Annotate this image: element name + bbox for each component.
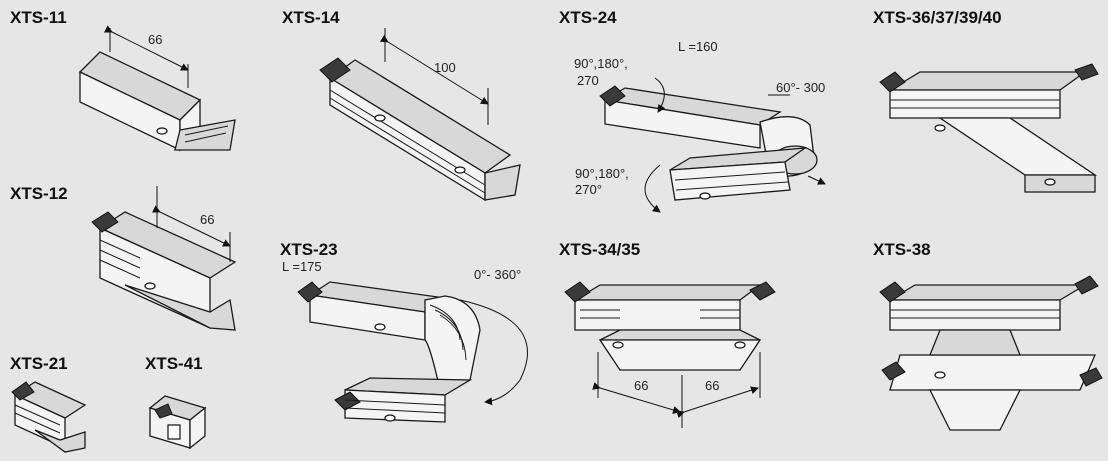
xts21-label: XTS-21: [10, 354, 68, 373]
xts36-drawing: [879, 63, 1099, 193]
xts24-rotation-1b: 270: [577, 73, 599, 88]
xts12-dimension: 66: [200, 212, 215, 227]
xts12-drawing: [91, 186, 237, 331]
xts23-length: L =175: [282, 259, 322, 274]
xts24-rotation-1a: 90°,180°,: [574, 56, 628, 71]
xts41-label: XTS-41: [145, 354, 203, 373]
xts34-drawing: [564, 281, 776, 428]
xts24-rotation-3a: 90°,180°,: [575, 166, 629, 181]
xts14-label: XTS-14: [282, 8, 340, 27]
xts14-drawing: [319, 28, 521, 202]
xts12-label: XTS-12: [10, 184, 68, 203]
xts23-drawing: [297, 281, 528, 423]
xts34-label: XTS-34/35: [559, 240, 641, 259]
xts24-drawing: [599, 77, 826, 213]
xts24-length: L =160: [678, 39, 718, 54]
xts24-label: XTS-24: [559, 8, 617, 27]
xts36-label: XTS-36/37/39/40: [873, 8, 1002, 27]
xts23-angle: 0°- 360°: [474, 267, 522, 282]
xts14-dimension: 100: [434, 60, 456, 75]
xts38-label: XTS-38: [873, 240, 931, 259]
xts24-rotation-2: 60°- 300: [776, 80, 826, 95]
xts34-dimension-left: 66: [634, 378, 649, 393]
xts38-drawing: [879, 275, 1103, 431]
xts41-drawing: [148, 395, 207, 450]
xts34-dimension-right: 66: [705, 378, 720, 393]
xts23-label: XTS-23: [280, 240, 338, 259]
xts24-rotation-3b: 270°: [575, 182, 602, 197]
xts11-dimension: 66: [148, 32, 163, 47]
xts21-drawing: [11, 381, 87, 453]
xts11-drawing: [78, 25, 236, 152]
xts11-label: XTS-11: [10, 8, 67, 27]
